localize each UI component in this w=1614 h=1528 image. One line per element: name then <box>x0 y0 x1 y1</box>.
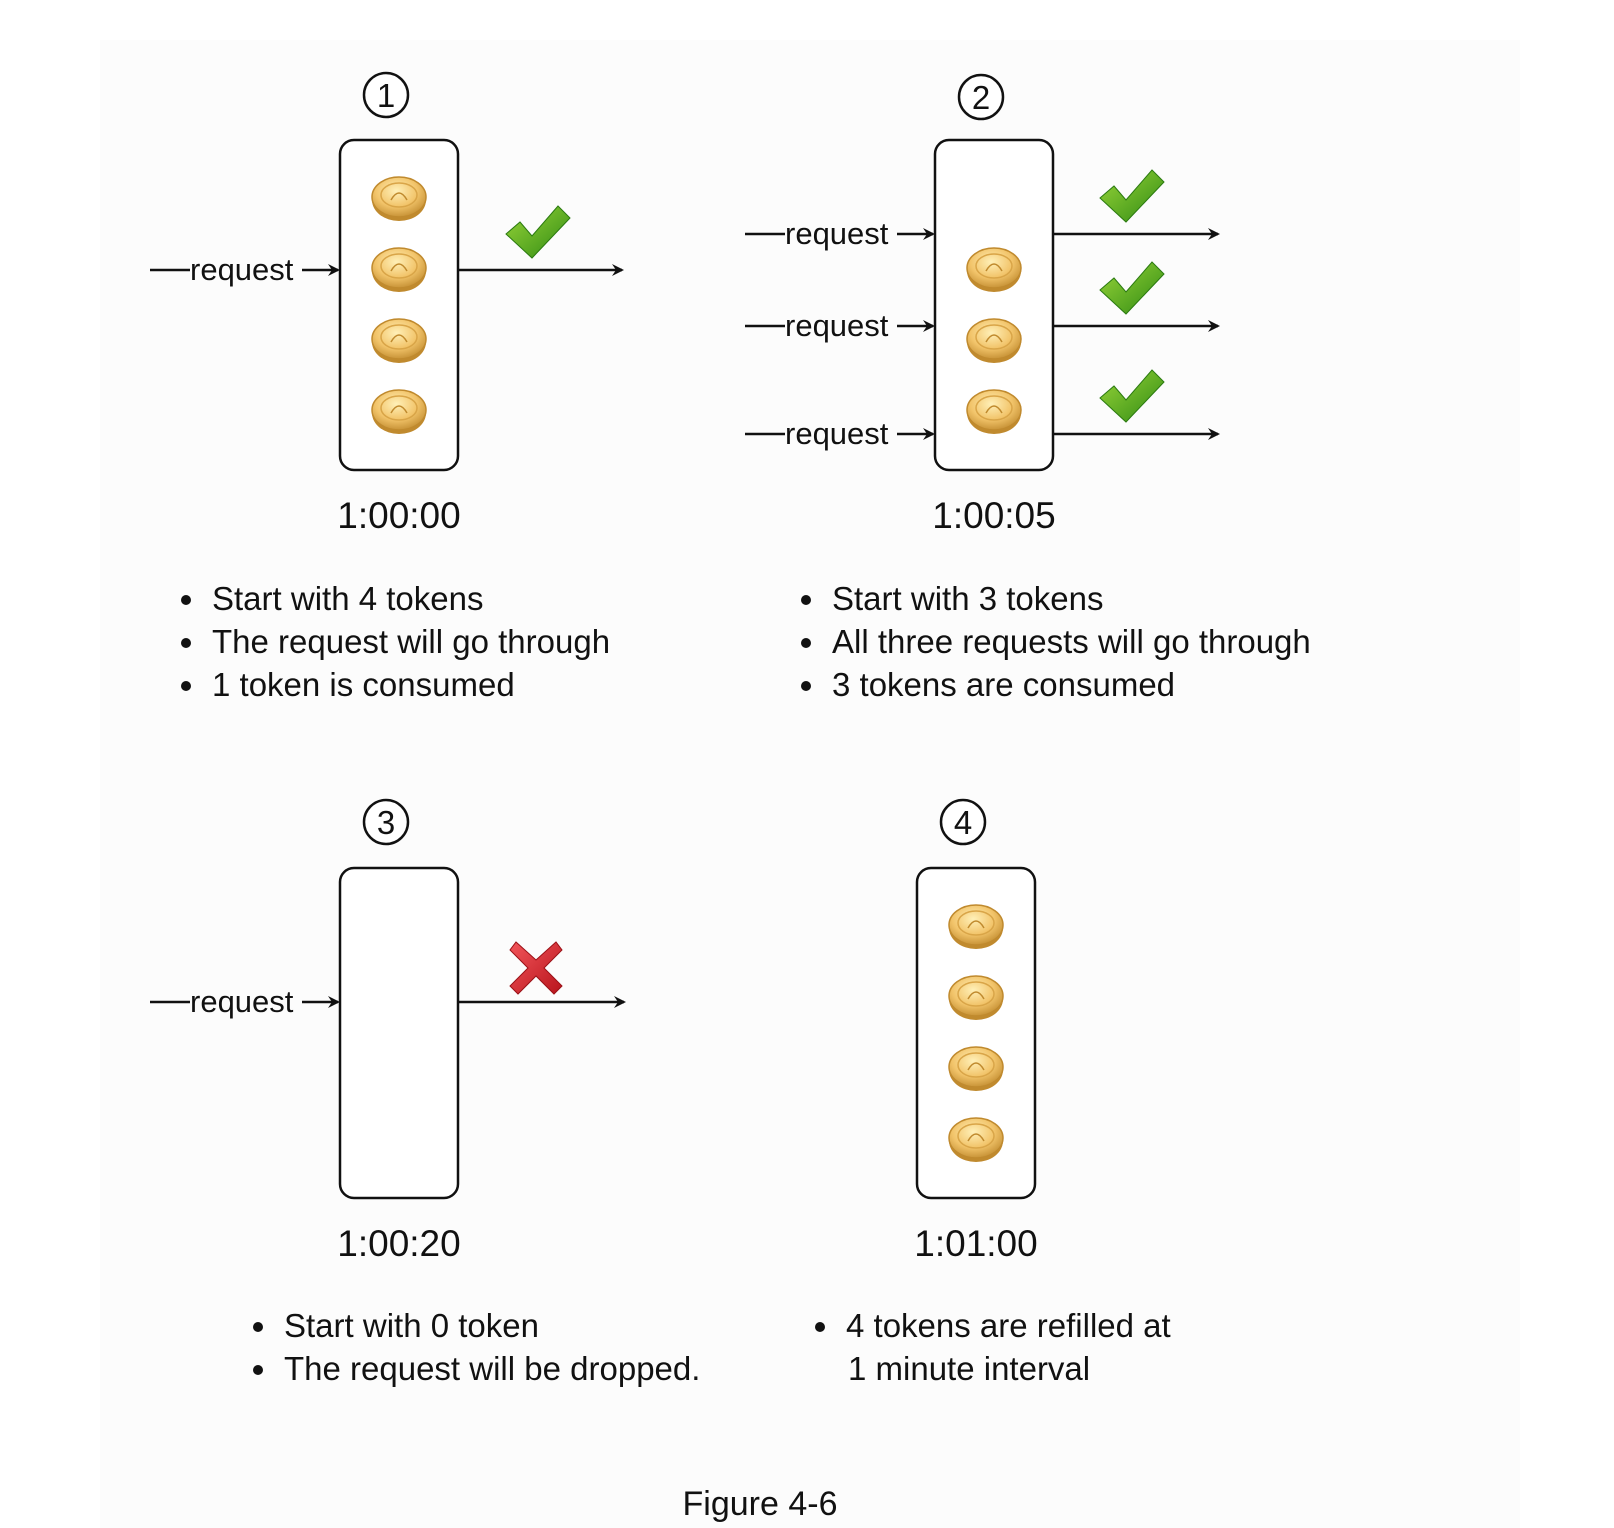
note-item: All three requests will go through <box>832 623 1311 660</box>
coin-icon <box>948 904 1004 949</box>
coin-icon <box>371 176 427 221</box>
coin-icon <box>948 1117 1004 1162</box>
note-item: Start with 3 tokens <box>832 580 1103 617</box>
note-item: 3 tokens are consumed <box>832 666 1175 703</box>
request-label: request <box>190 984 294 1019</box>
coin-icon <box>371 318 427 363</box>
note-item: The request will go through <box>212 623 610 660</box>
step-number: 3 <box>377 804 395 841</box>
request-flow: request <box>745 169 1220 251</box>
step-number: 1 <box>377 77 395 114</box>
time-label: 1:00:05 <box>932 495 1055 536</box>
coin-icon <box>371 389 427 434</box>
check-icon <box>505 205 571 259</box>
bullet-icon <box>801 595 811 605</box>
request-label: request <box>190 252 294 287</box>
step-badge: 2 <box>957 73 1005 121</box>
token-bucket <box>338 866 460 1200</box>
coin-icon <box>966 247 1022 292</box>
note-item: 4 tokens are refilled at <box>846 1307 1171 1344</box>
bullet-icon <box>181 638 191 648</box>
token-bucket <box>338 138 460 472</box>
coin-icon <box>948 975 1004 1020</box>
token-bucket <box>915 866 1037 1200</box>
time-label: 1:00:00 <box>337 495 460 536</box>
step-badge: 3 <box>362 798 410 846</box>
figure-background <box>100 40 1520 1528</box>
bullet-icon <box>253 1322 263 1332</box>
note-item: 1 minute interval <box>848 1350 1090 1387</box>
bullet-icon <box>181 595 191 605</box>
time-label: 1:00:20 <box>337 1223 460 1264</box>
step-badge: 1 <box>362 71 410 119</box>
coin-icon <box>371 247 427 292</box>
request-label: request <box>785 216 889 251</box>
bullet-icon <box>253 1365 263 1375</box>
check-icon <box>1099 261 1165 315</box>
request-label: request <box>785 416 889 451</box>
request-flow: request <box>150 205 624 287</box>
bullet-icon <box>181 681 191 691</box>
step-number: 4 <box>954 804 972 841</box>
request-label: request <box>785 308 889 343</box>
note-item: Start with 4 tokens <box>212 580 483 617</box>
coin-icon <box>966 318 1022 363</box>
cross-icon <box>509 941 563 995</box>
request-flow: request <box>745 261 1220 343</box>
note-item: The request will be dropped. <box>284 1350 700 1387</box>
time-label: 1:01:00 <box>914 1223 1037 1264</box>
panel-4: 4 1:01:00 4 tokens are refilled at 1 minute… <box>815 798 1171 1387</box>
request-flow: request <box>150 941 626 1019</box>
token-bucket <box>933 138 1055 472</box>
coin-icon <box>966 389 1022 434</box>
note-item: 1 token is consumed <box>212 666 515 703</box>
coin-icon <box>948 1046 1004 1091</box>
check-icon <box>1099 169 1165 223</box>
notes-list: 4 tokens are refilled at 1 minute interva… <box>815 1307 1171 1387</box>
request-flow: request <box>745 369 1220 451</box>
step-badge: 4 <box>939 798 987 846</box>
bullet-icon <box>801 681 811 691</box>
note-item: Start with 0 token <box>284 1307 539 1344</box>
figure-caption: Figure 4-6 <box>683 1485 838 1523</box>
check-icon <box>1099 369 1165 423</box>
bullet-icon <box>815 1322 825 1332</box>
step-number: 2 <box>972 79 990 116</box>
bullet-icon <box>801 638 811 648</box>
